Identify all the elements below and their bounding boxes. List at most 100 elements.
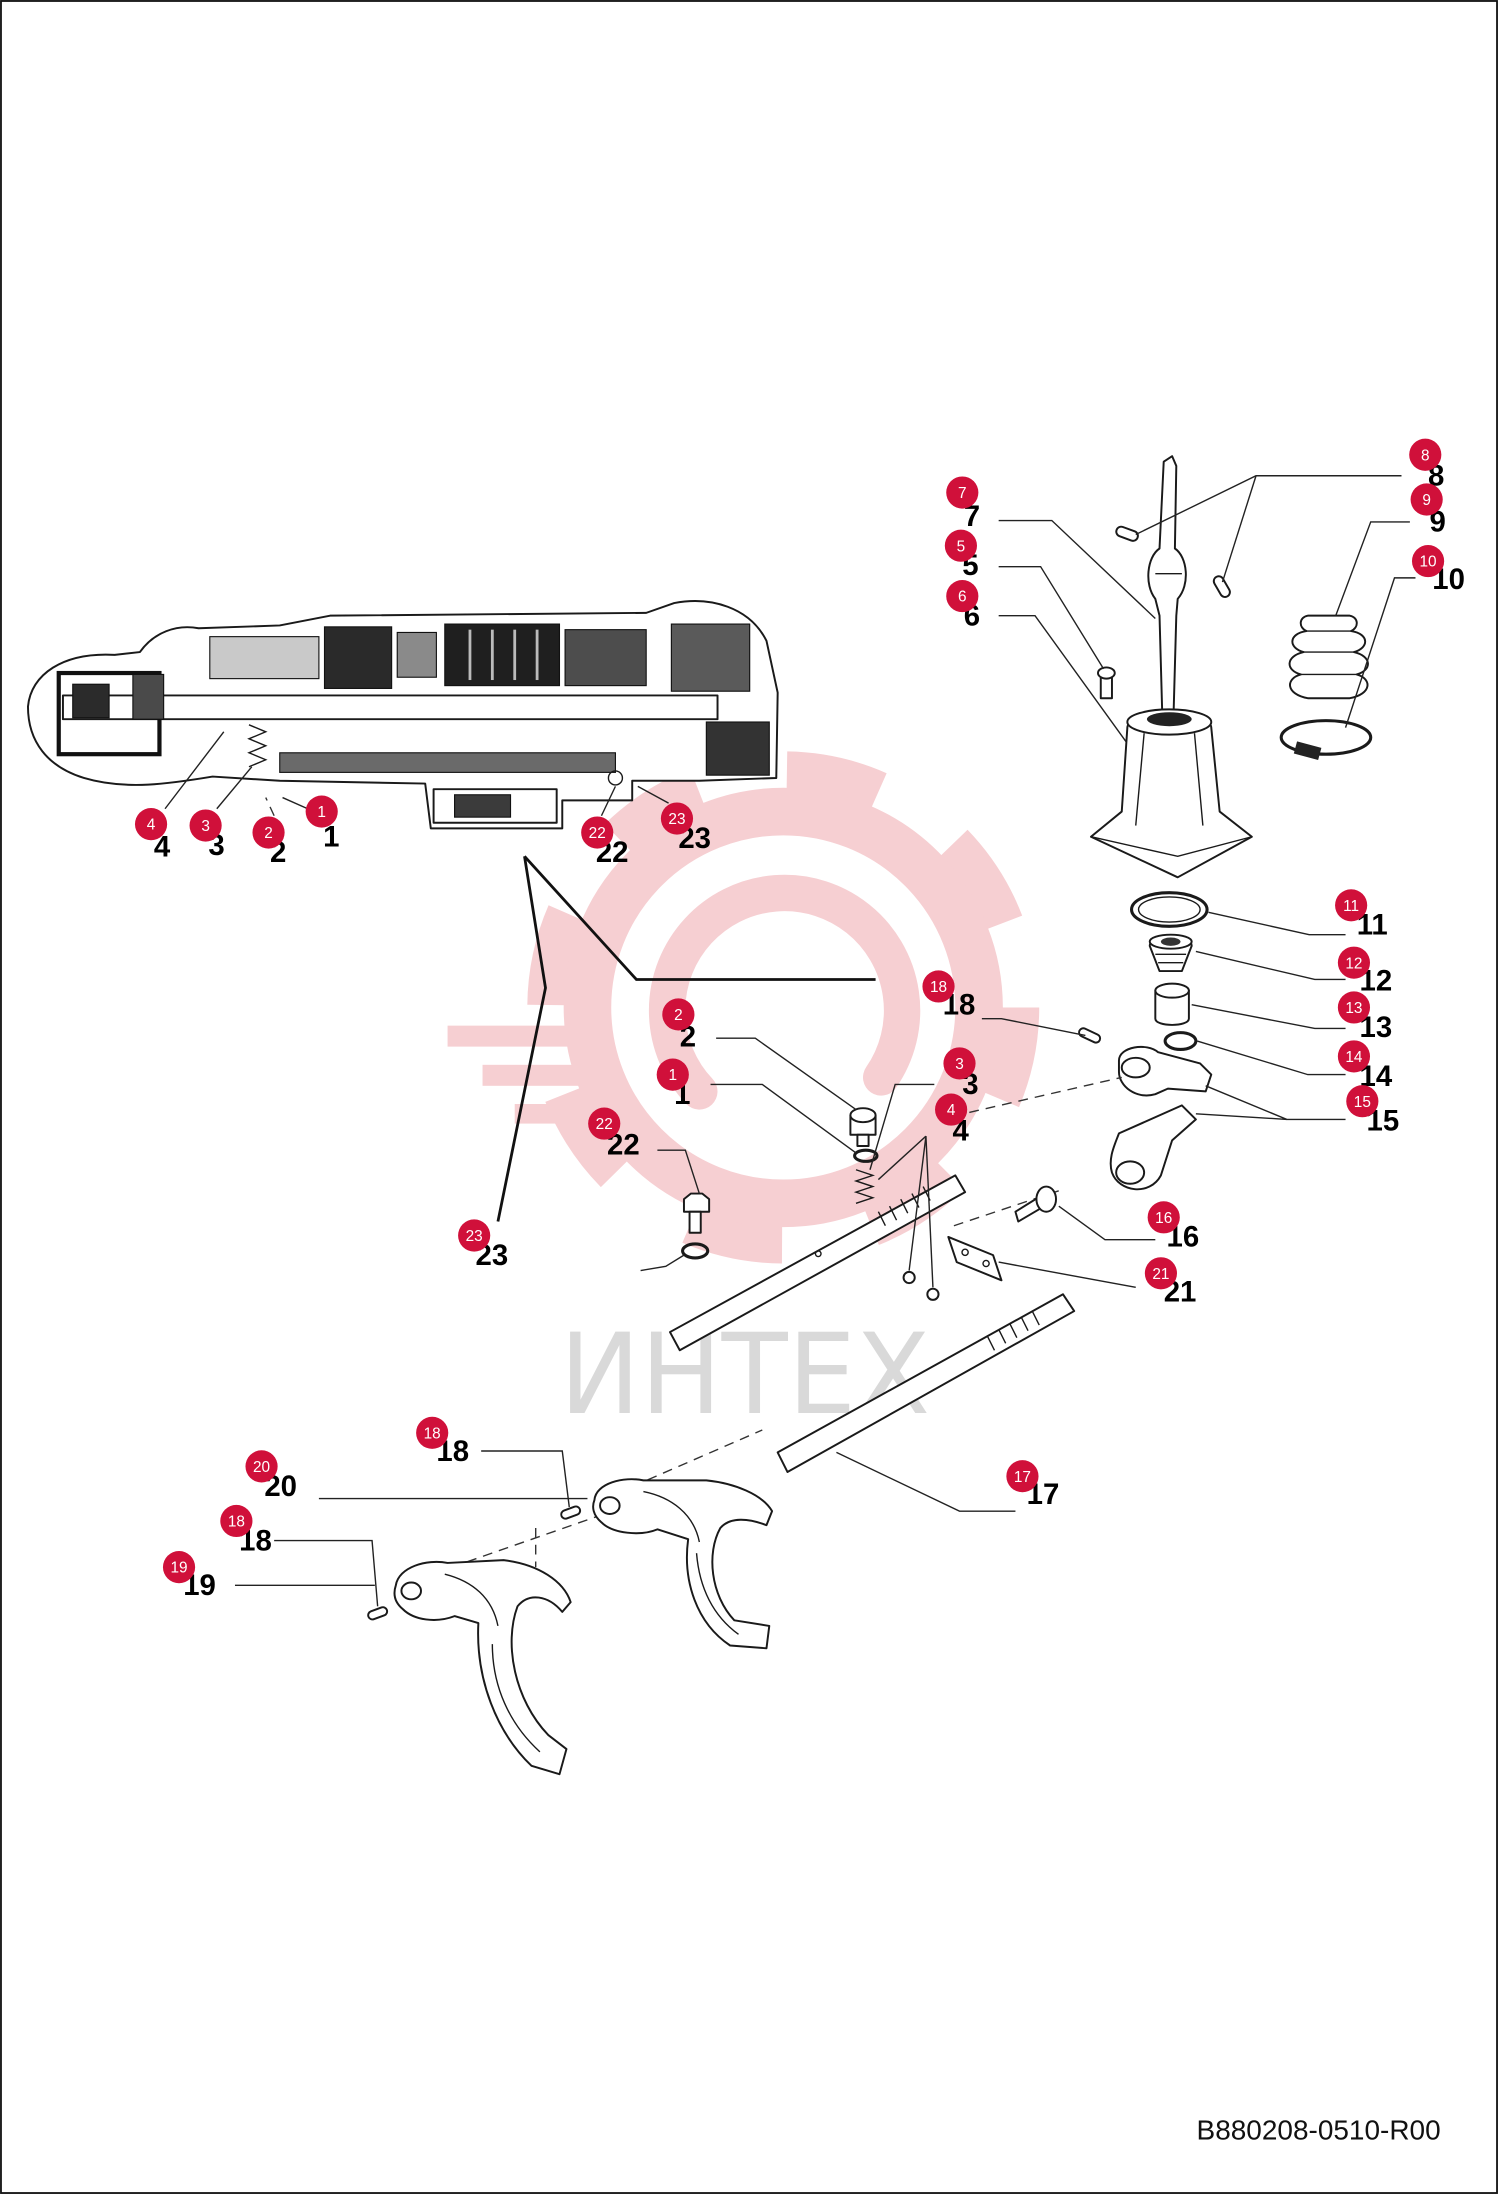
callout-2[interactable]: 22 bbox=[662, 998, 696, 1054]
callout-badge[interactable] bbox=[656, 1058, 689, 1091]
callout-badge[interactable] bbox=[946, 579, 979, 613]
leader-line-22 bbox=[657, 1149, 701, 1194]
leader-line-15 bbox=[1205, 1085, 1346, 1121]
callout-badge[interactable] bbox=[1409, 438, 1442, 471]
lever-housing-6 bbox=[1090, 714, 1253, 879]
leader-line-16 bbox=[1058, 1205, 1156, 1241]
shift-rail-17 bbox=[776, 1293, 1076, 1473]
leader-line-11 bbox=[1208, 911, 1346, 936]
housing-sump-detail bbox=[454, 794, 512, 818]
watermark-inner-arc bbox=[648, 874, 921, 1110]
leader-line-18 bbox=[274, 1539, 379, 1607]
callout-badge[interactable] bbox=[162, 1551, 196, 1584]
pin-8 bbox=[1212, 575, 1231, 598]
callout-badge-number: 19 bbox=[170, 1560, 187, 1577]
boot-9 bbox=[1288, 614, 1369, 700]
callout-1[interactable]: 11 bbox=[305, 795, 340, 854]
callout-badge[interactable] bbox=[458, 1219, 491, 1252]
callout-badge[interactable] bbox=[588, 1107, 621, 1140]
callout-7[interactable]: 77 bbox=[946, 476, 980, 533]
shift-forks bbox=[367, 1478, 774, 1776]
callout-1[interactable]: 11 bbox=[656, 1058, 691, 1111]
callout-badge[interactable] bbox=[220, 1504, 253, 1538]
dashed-line bbox=[601, 1429, 763, 1501]
callout-badge[interactable] bbox=[935, 1093, 968, 1126]
callout-6[interactable]: 66 bbox=[946, 579, 980, 632]
callout-badge[interactable] bbox=[1006, 1460, 1039, 1493]
callout-badge[interactable] bbox=[944, 529, 977, 562]
leader-line-6 bbox=[998, 614, 1127, 743]
callout-badge[interactable] bbox=[189, 809, 222, 842]
pin-18 bbox=[1078, 1027, 1102, 1044]
shift-rail-upper-grooves bbox=[877, 1186, 931, 1227]
watermark-speed-line bbox=[514, 1103, 599, 1124]
callout-badge[interactable] bbox=[943, 1047, 976, 1080]
o-ring-11-inner bbox=[1137, 896, 1201, 923]
callout-badge[interactable] bbox=[1411, 545, 1445, 578]
shift-rails bbox=[668, 1174, 1076, 1473]
boot-9-folds bbox=[1300, 630, 1357, 676]
callout-badge[interactable] bbox=[1410, 483, 1443, 516]
bolt-2-shank bbox=[856, 1133, 870, 1147]
callout-badge[interactable] bbox=[305, 795, 338, 828]
callout-badge[interactable] bbox=[252, 816, 285, 849]
callout-badge[interactable] bbox=[1346, 1085, 1379, 1118]
callout-badge-number: 16 bbox=[1155, 1210, 1172, 1227]
callout-badge[interactable] bbox=[662, 998, 695, 1031]
spring-4 bbox=[853, 1169, 875, 1205]
shift-fork-20-bore bbox=[599, 1496, 621, 1515]
callout-badge[interactable] bbox=[660, 802, 694, 835]
callout-9[interactable]: 99 bbox=[1410, 483, 1446, 539]
callout-3[interactable]: 33 bbox=[943, 1047, 979, 1101]
callout-badge[interactable] bbox=[1337, 991, 1371, 1024]
callout-2[interactable]: 22 bbox=[252, 816, 286, 869]
callout-badge[interactable] bbox=[1337, 1040, 1371, 1073]
callout-badge-number: 8 bbox=[1421, 447, 1430, 464]
callout-badge[interactable] bbox=[245, 1450, 278, 1483]
leader-line-10 bbox=[1344, 577, 1416, 728]
callout-badge[interactable] bbox=[1147, 1201, 1180, 1234]
callout-4[interactable]: 44 bbox=[134, 808, 171, 863]
callout-badge[interactable] bbox=[922, 970, 955, 1003]
selector-lever-15-bore bbox=[1120, 1056, 1151, 1079]
bushing-13-top bbox=[1154, 982, 1190, 999]
callout-badge[interactable] bbox=[581, 816, 614, 849]
callout-badge[interactable] bbox=[946, 476, 979, 509]
plate-21-hole bbox=[961, 1248, 969, 1257]
callout-4[interactable]: 44 bbox=[935, 1093, 970, 1148]
callout-badge[interactable] bbox=[1335, 889, 1368, 922]
callout-badge-number: 4 bbox=[947, 1102, 956, 1119]
transmission-housing-inset bbox=[26, 600, 779, 830]
callout-badge[interactable] bbox=[1337, 946, 1371, 979]
callout-badge[interactable] bbox=[416, 1416, 449, 1449]
shaft-collar bbox=[132, 673, 165, 720]
callout-5[interactable]: 55 bbox=[944, 529, 979, 582]
callout-badge-number: 2 bbox=[264, 825, 273, 842]
callout-3[interactable]: 33 bbox=[189, 809, 225, 862]
callout-badge-number: 23 bbox=[668, 811, 685, 828]
callout-badge[interactable] bbox=[1144, 1257, 1177, 1290]
watermark-gear-logo bbox=[447, 751, 1040, 1264]
housing-block bbox=[670, 623, 751, 692]
callout-badge[interactable] bbox=[134, 808, 168, 841]
callout-8[interactable]: 88 bbox=[1409, 438, 1444, 493]
leader-line-5 bbox=[998, 565, 1105, 670]
